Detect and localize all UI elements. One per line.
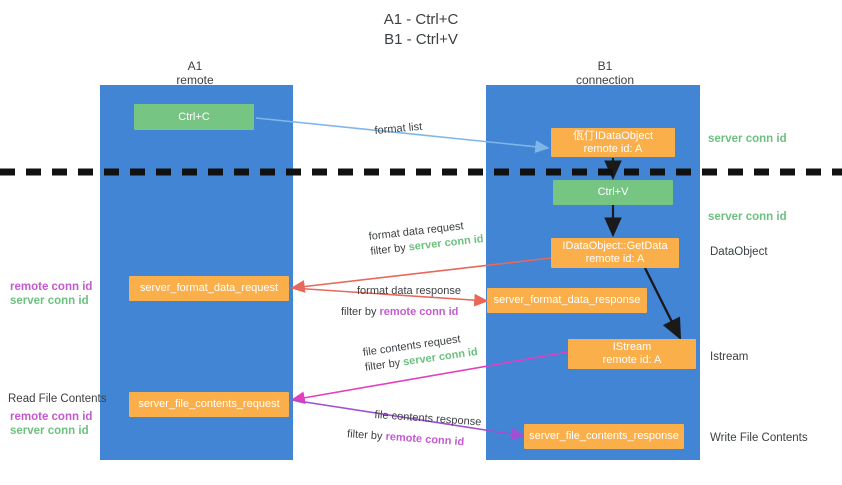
box-idataobject-sub: remote id: A: [583, 142, 643, 155]
box-server-format-data-response[interactable]: server_format_data_response: [487, 288, 647, 313]
left-label-remote-conn-id-lower: remote conn id: [10, 411, 93, 423]
box-server-file-contents-request[interactable]: server_file_contents_request: [129, 392, 289, 417]
filter-prefix: filter by: [364, 356, 405, 374]
left-label-read-file-contents: Read File Contents: [8, 393, 107, 405]
box-ctrl-c-label: Ctrl+C: [178, 110, 210, 123]
left-label-group-upper: remote conn id server conn id: [10, 280, 92, 308]
box-ctrl-v[interactable]: Ctrl+V: [553, 180, 673, 205]
left-label-remote-conn-id-upper: remote conn id: [10, 281, 93, 293]
left-label-server-conn-id-lower: server conn id: [10, 425, 89, 437]
box-ctrl-c[interactable]: Ctrl+C: [134, 104, 254, 130]
column-a1-role: remote: [176, 73, 214, 87]
column-b1-name: B1: [597, 59, 613, 73]
edge-label-format-list-text: format list: [374, 120, 423, 137]
box-istream-title: IStream: [612, 341, 652, 353]
column-b1-role: connection: [575, 73, 635, 87]
edge-label-file-contents-response-filter: filter by remote conn id: [347, 427, 481, 451]
filter-prefix: filter by: [341, 306, 380, 318]
right-label-write-file-contents: Write File Contents: [710, 432, 808, 444]
filter-prefix: filter by: [346, 428, 386, 443]
filter-value-remote-conn-id: remote conn id: [379, 306, 459, 318]
filter-value-remote-conn-id: remote conn id: [385, 430, 465, 449]
left-label-group-lower: remote conn id server conn id: [10, 410, 92, 438]
box-idataobject[interactable]: 佤仃IDataObject remote id: A: [551, 128, 675, 157]
right-label-dataobject: DataObject: [710, 246, 768, 258]
box-server-format-data-request[interactable]: server_format_data_request: [129, 276, 289, 301]
diagram-title: A1 - Ctrl+C B1 - Ctrl+V: [0, 10, 842, 50]
column-header-b1: B1 connection: [545, 59, 665, 87]
box-getdata-title: IDataObject::GetData: [562, 240, 668, 252]
right-label-server-conn-id-mid: server conn id: [708, 211, 787, 223]
edge-label-file-contents-request: file contents request filter by server c…: [362, 330, 479, 376]
box-server-file-contents-request-label: server_file_contents_request: [138, 398, 280, 410]
title-line-2: B1 - Ctrl+V: [384, 31, 458, 48]
title-line-1: A1 - Ctrl+C: [383, 11, 459, 28]
box-server-format-data-response-label: server_format_data_response: [493, 294, 641, 306]
box-server-file-contents-response-label: server_file_contents_response: [529, 430, 679, 442]
edge-label-file-contents-response-text: file contents response: [374, 408, 482, 429]
edge-label-format-data-request: format data request filter by server con…: [368, 217, 484, 260]
edge-label-file-contents-response: file contents response filter by remote …: [347, 408, 482, 451]
column-header-a1: A1 remote: [135, 59, 255, 87]
edge-label-format-data-response-filter: filter by remote conn id: [341, 305, 461, 320]
right-label-istream: Istream: [710, 351, 749, 363]
column-a1-name: A1: [187, 59, 203, 73]
edge-label-format-data-response-text: format data response: [357, 285, 461, 297]
box-server-format-data-request-label: server_format_data_request: [139, 282, 279, 294]
filter-prefix: filter by: [369, 241, 410, 258]
box-istream[interactable]: IStream remote id: A: [568, 339, 696, 369]
box-idataobject-title: 佤仃IDataObject: [572, 129, 654, 142]
left-label-server-conn-id-upper: server conn id: [10, 295, 89, 307]
right-label-server-conn-id-top: server conn id: [708, 133, 787, 145]
box-ctrl-v-label: Ctrl+V: [597, 186, 629, 198]
box-getdata[interactable]: IDataObject::GetData remote id: A: [551, 238, 679, 268]
edge-label-format-data-response: format data response filter by remote co…: [341, 284, 461, 320]
box-istream-sub: remote id: A: [602, 354, 662, 366]
box-getdata-sub: remote id: A: [585, 253, 645, 265]
edge-label-format-list: format list: [374, 120, 423, 139]
box-server-file-contents-response[interactable]: server_file_contents_response: [524, 424, 684, 449]
